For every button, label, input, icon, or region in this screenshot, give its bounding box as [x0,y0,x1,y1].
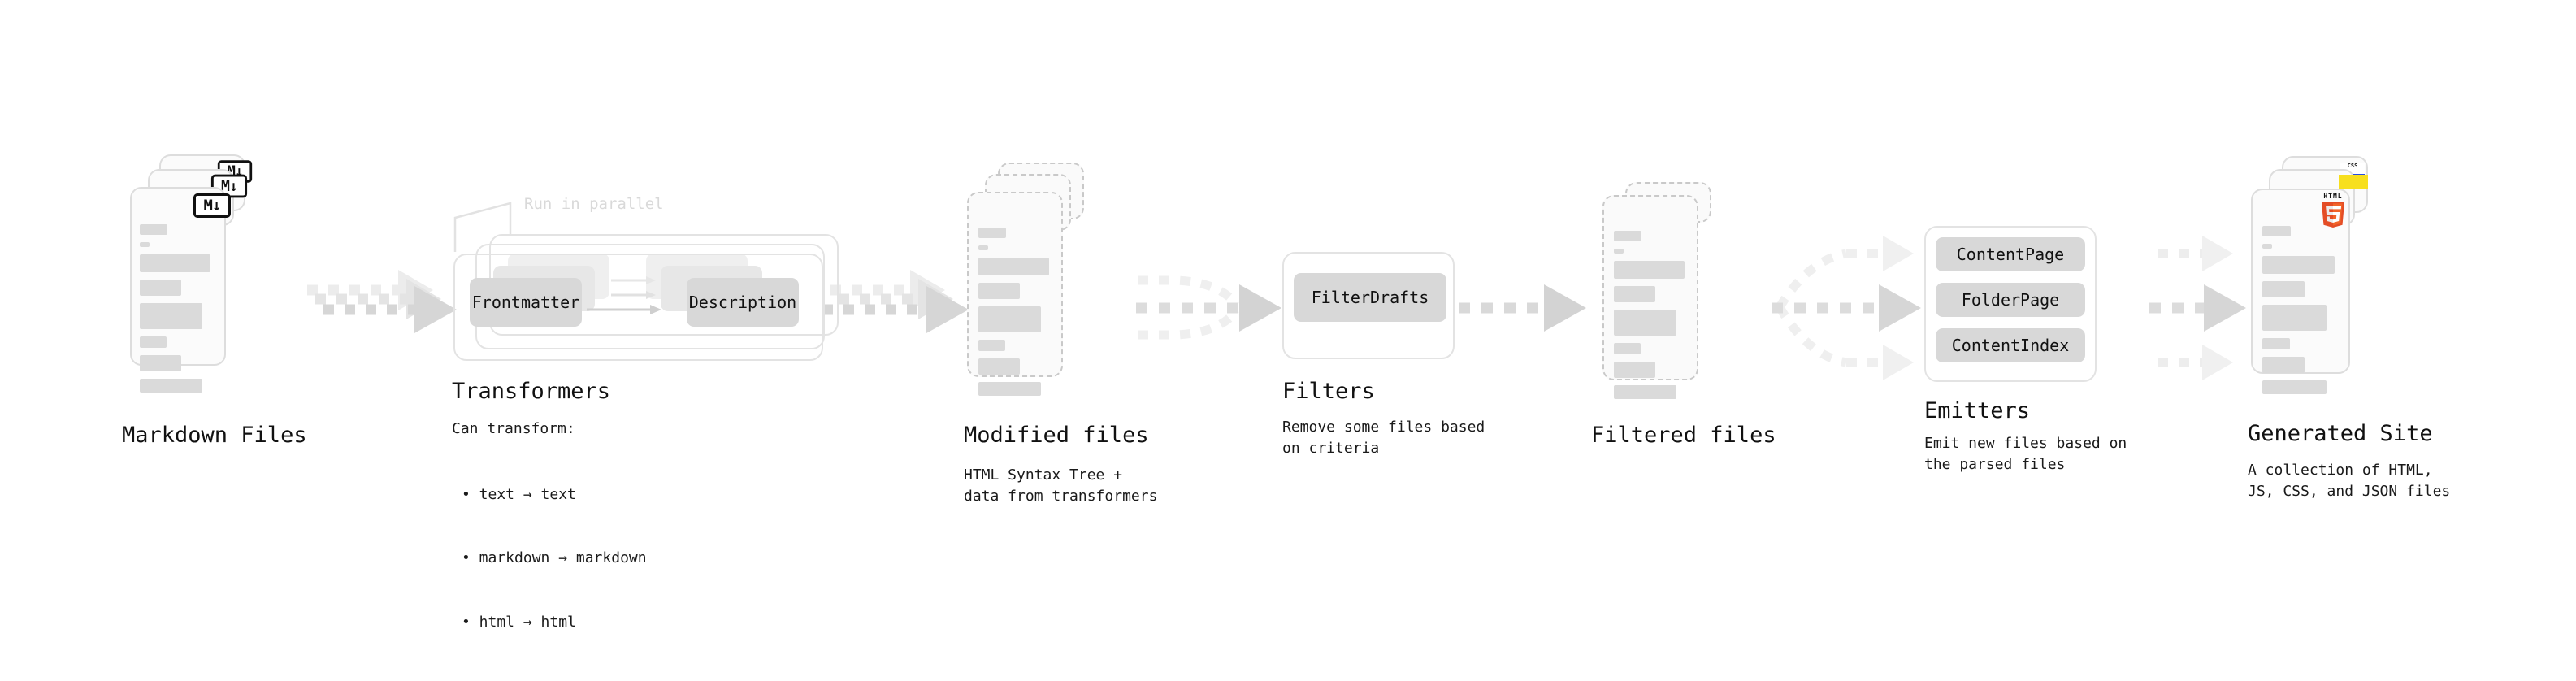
arrow-filters-to-filtered [1459,284,1586,332]
card-bar [978,382,1042,396]
card-bar [1614,310,1677,336]
html5-shield-icon [2321,202,2345,228]
card-bar [978,258,1050,275]
card-bar [1614,286,1655,302]
card-bar [1614,343,1641,354]
modified-files-subtitle: HTML Syntax Tree + data from transformer… [964,466,1158,505]
card-bar [140,336,167,348]
card-bar [140,379,203,393]
card-bar [978,283,1020,299]
chip-label-folderpage: FolderPage [1961,290,2060,310]
transformer-chip-frontmatter[interactable]: Frontmatter [470,278,582,327]
transformers-bullet-item: • html → html [462,613,576,631]
card-bar [1614,385,1677,399]
card-bar [978,358,1020,375]
card-bar [2262,226,2291,236]
chip-label-contentindex: ContentIndex [1951,336,2070,355]
emitters-chip-contentpage[interactable]: ContentPage [1936,237,2085,271]
card-bar [1614,261,1685,279]
transformer-panel-front [453,254,823,361]
markdown-badge-label-back-1: M↓ [220,176,238,195]
card-bar [140,224,167,235]
html5-badge: HTML [2317,193,2349,229]
card-bar [2262,244,2273,249]
transformer-chip-description[interactable]: Description [687,278,799,327]
site-card-bars [2262,226,2340,401]
filters-chip-filterdrafts[interactable]: FilterDrafts [1294,273,1446,322]
transformers-title: Transformers [452,379,611,404]
card-bar [2262,380,2327,394]
filters-title: Filters [1282,379,1375,404]
arrow-filtered-to-emitters [1772,236,1921,380]
card-bar [140,242,150,247]
card-bar [2262,305,2327,331]
card-bar [1614,362,1655,378]
filters-subtitle: Remove some files based on criteria [1282,419,1485,458]
js-badge [2339,175,2368,189]
arrow-markdown-to-transformers [307,270,457,333]
chip-label-filterdrafts: FilterDrafts [1311,288,1429,307]
transformers-bullet-item: • text → text [462,486,576,504]
markdown-card-bars [140,224,216,400]
card-bar [2262,281,2305,297]
filtered-files-title: Filtered files [1591,423,1776,448]
card-bar [1614,249,1624,254]
card-bar [140,303,203,329]
emitters-subtitle: Emit new files based on the parsed files [1924,435,2127,474]
card-bar [140,254,211,272]
card-bar [2262,338,2290,349]
emitters-chip-folderpage[interactable]: FolderPage [1936,283,2085,317]
arrow-modified-to-filters [1136,275,1281,340]
card-bar [2262,357,2305,373]
chip-label-description: Description [688,293,797,312]
modified-card-bars [978,228,1055,403]
emitters-title: Emitters [1924,398,2031,423]
card-bar [978,306,1042,332]
card-bar [140,355,181,371]
emitters-chip-contentindex[interactable]: ContentIndex [1936,328,2085,362]
arrow-emitters-to-site [2149,236,2246,380]
chip-label-contentpage: ContentPage [1956,245,2065,264]
markdown-badge-label: M↓ [203,196,222,215]
generated-site-subtitle: A collection of HTML, JS, CSS, and JSON … [2248,462,2451,501]
html5-badge-wordmark: HTML [2323,193,2343,200]
markdown-files-title: Markdown Files [122,423,307,448]
card-bar [1614,231,1641,241]
card-bar [978,340,1005,351]
transformers-bullets: • text → text • markdown → markdown • ht… [462,442,647,675]
filtered-card-bars [1614,231,1690,406]
generated-site-title: Generated Site [2248,421,2433,446]
chip-label-frontmatter: Frontmatter [471,293,580,312]
css-badge-label: CSS [2347,163,2358,169]
card-bar [978,245,989,250]
markdown-badge: M↓ [193,193,231,218]
transformers-subtitle: Can transform: [452,420,575,437]
card-bar [2262,256,2335,274]
arrow-transformers-to-modified [822,270,969,333]
card-bar [140,280,181,296]
modified-files-title: Modified files [964,423,1149,448]
card-bar [978,228,1006,238]
run-in-parallel-label: Run in parallel [524,195,664,213]
transformers-bullet-item: • markdown → markdown [462,549,647,567]
